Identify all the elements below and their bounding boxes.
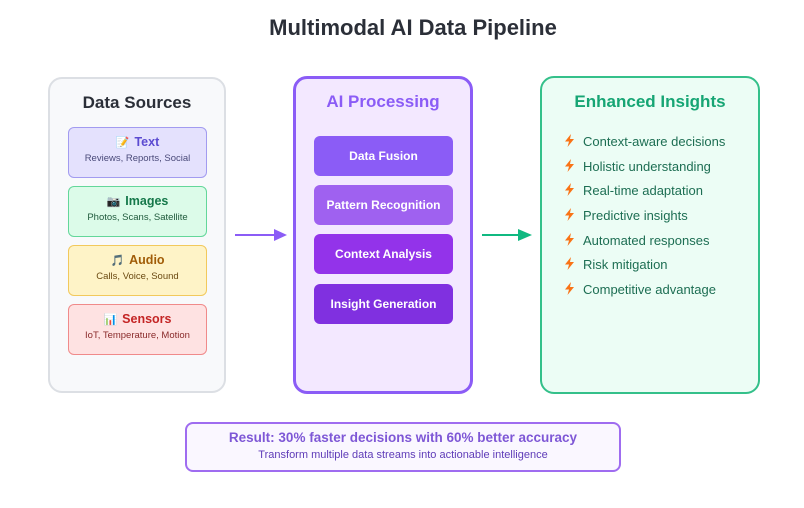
lightning-bolt-icon <box>565 158 574 172</box>
data-sources-title: Data Sources <box>82 93 192 112</box>
enhanced-insights-panel: Enhanced Insights Context-aware decision… <box>540 76 760 394</box>
source-audio-card: 🎵 Audio Calls, Voice, Sound <box>68 245 207 296</box>
insight-item: Context-aware decisions <box>564 134 725 159</box>
step-insight-generation: Insight Generation <box>314 284 453 324</box>
source-audio-label: Audio <box>129 253 165 267</box>
source-audio-description: Calls, Voice, Sound <box>96 271 179 282</box>
flow-arrow-left <box>235 229 287 241</box>
data-sources-panel: Data Sources 📝 Text Reviews, Reports, Soc… <box>48 77 226 393</box>
memo-icon: 📝 <box>115 137 130 149</box>
lightning-bolt-icon <box>565 134 574 147</box>
source-images-card: 📷 Images Photos, Scans, Satellite <box>68 186 207 237</box>
insight-item: Competitive advantage <box>564 282 725 307</box>
music-note-icon: 🎵 <box>110 255 125 267</box>
step-context-analysis: Context Analysis <box>314 234 453 274</box>
source-images-label: Images <box>125 194 169 208</box>
source-sensors-label: Sensors <box>122 312 172 326</box>
insight-item: Risk mitigation <box>564 257 725 282</box>
source-sensors-card: 📊 Sensors IoT, Temperature, Motion <box>68 304 207 355</box>
enhanced-insights-title: Enhanced Insights <box>574 92 726 111</box>
lightning-bolt-icon <box>565 232 574 246</box>
source-sensors-description: IoT, Temperature, Motion <box>85 330 190 341</box>
insight-item: Predictive insights <box>564 208 725 233</box>
source-text-label: Text <box>134 135 160 149</box>
lightning-bolt-icon <box>565 282 574 296</box>
step-data-fusion: Data Fusion <box>314 136 453 176</box>
insight-item: Automated responses <box>564 232 725 258</box>
result-subtitle: Transform multiple data streams into act… <box>258 449 548 461</box>
ai-processing-title: AI Processing <box>326 92 440 111</box>
camera-icon: 📷 <box>106 196 121 208</box>
lightning-bolt-icon <box>565 208 574 222</box>
insight-item: Holistic understanding <box>564 158 725 184</box>
result-title: Result: 30% faster decisions with 60% be… <box>228 430 578 445</box>
insight-item: Real-time adaptation <box>564 183 725 208</box>
bar-chart-icon: 📊 <box>103 314 118 326</box>
insight-list: Context-aware decisions Holistic underst… <box>564 134 725 307</box>
lightning-bolt-icon <box>565 183 574 197</box>
step-pattern-recognition: Pattern Recognition <box>314 185 453 225</box>
source-text-description: Reviews, Reports, Social <box>84 153 191 164</box>
lightning-bolt-icon <box>565 257 574 271</box>
source-text-card: 📝 Text Reviews, Reports, Social <box>68 127 207 178</box>
result-banner: Result: 30% faster decisions with 60% be… <box>185 422 621 472</box>
source-images-description: Photos, Scans, Satellite <box>87 212 188 223</box>
flow-arrow-right <box>482 229 532 241</box>
diagram-title: Multimodal AI Data Pipeline <box>269 15 557 40</box>
ai-processing-panel: AI Processing Data Fusion Pattern Recogn… <box>293 76 473 394</box>
